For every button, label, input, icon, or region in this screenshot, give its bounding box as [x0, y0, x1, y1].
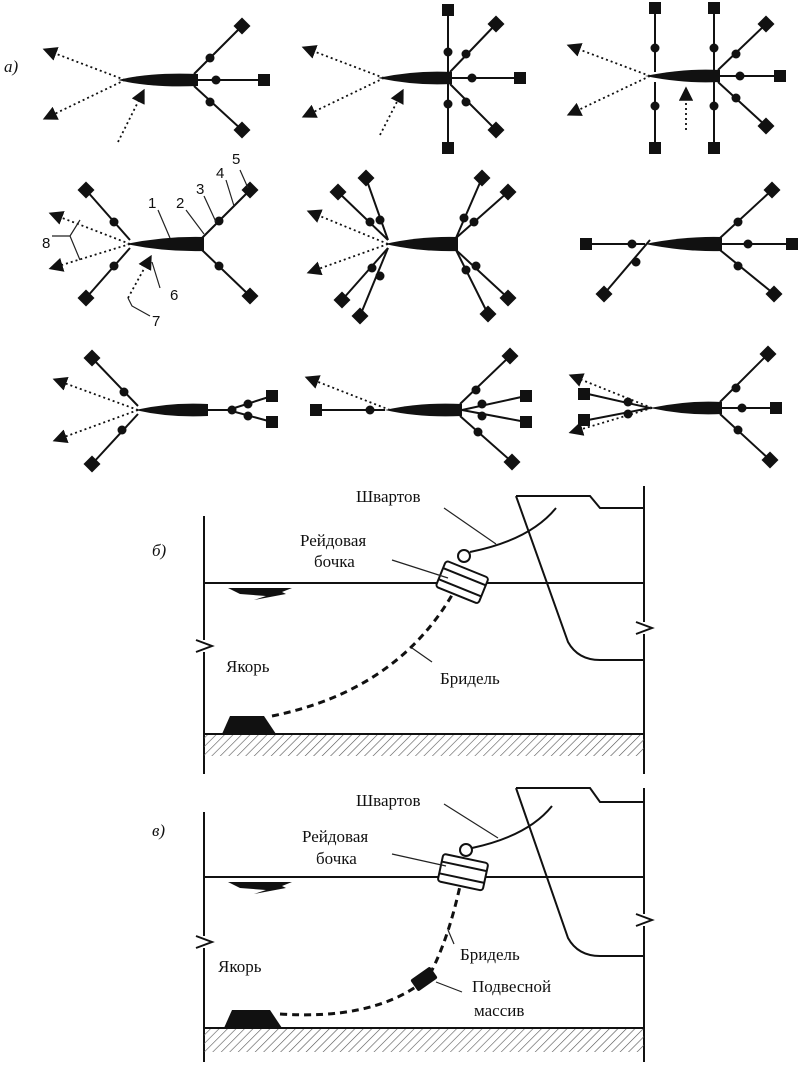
label-v-sinker-1: Подвесной [472, 977, 551, 996]
scheme-3-3 [568, 345, 782, 469]
panel-label-v: в) [152, 821, 165, 840]
scheme-2-2 [306, 169, 517, 325]
label-v-mooring-line: Швартов [356, 791, 421, 810]
scheme-3-2 [304, 347, 532, 471]
label-v-bridle: Бридель [460, 945, 520, 964]
callout-2: 2 [176, 195, 184, 212]
label-v-buoy-2: бочка [316, 849, 357, 868]
scheme-2-1 [48, 169, 259, 317]
scheme-3-1 [52, 349, 278, 473]
section-b: б) [152, 486, 655, 774]
callout-7: 7 [152, 313, 160, 330]
label-v-anchor: Якорь [218, 957, 262, 976]
scheme-1-1 [42, 17, 270, 143]
callout-8: 8 [42, 235, 50, 252]
panel-label-b: б) [152, 541, 167, 560]
callout-5: 5 [232, 151, 240, 168]
label-v-buoy-1: Рейдовая [302, 827, 368, 846]
label-b-buoy-2: бочка [314, 552, 355, 571]
scheme-2-3 [580, 181, 798, 303]
callout-4: 4 [216, 165, 224, 182]
scheme-1-3 [566, 2, 786, 154]
section-v: в) [152, 787, 655, 1062]
label-b-mooring-line: Швартов [356, 487, 421, 506]
label-v-sinker-2: массив [474, 1001, 524, 1020]
mooring-schemes-grid: 1 2 3 4 5 6 7 8 [42, 2, 798, 473]
callout-3: 3 [196, 181, 204, 198]
scheme-1-2 [301, 4, 526, 154]
callout-1: 1 [148, 195, 156, 212]
panel-label-a: а) [4, 57, 19, 76]
callout-6: 6 [170, 287, 178, 304]
label-b-anchor: Якорь [226, 657, 270, 676]
label-b-bridle: Бридель [440, 669, 500, 688]
label-b-buoy-1: Рейдовая [300, 531, 366, 550]
